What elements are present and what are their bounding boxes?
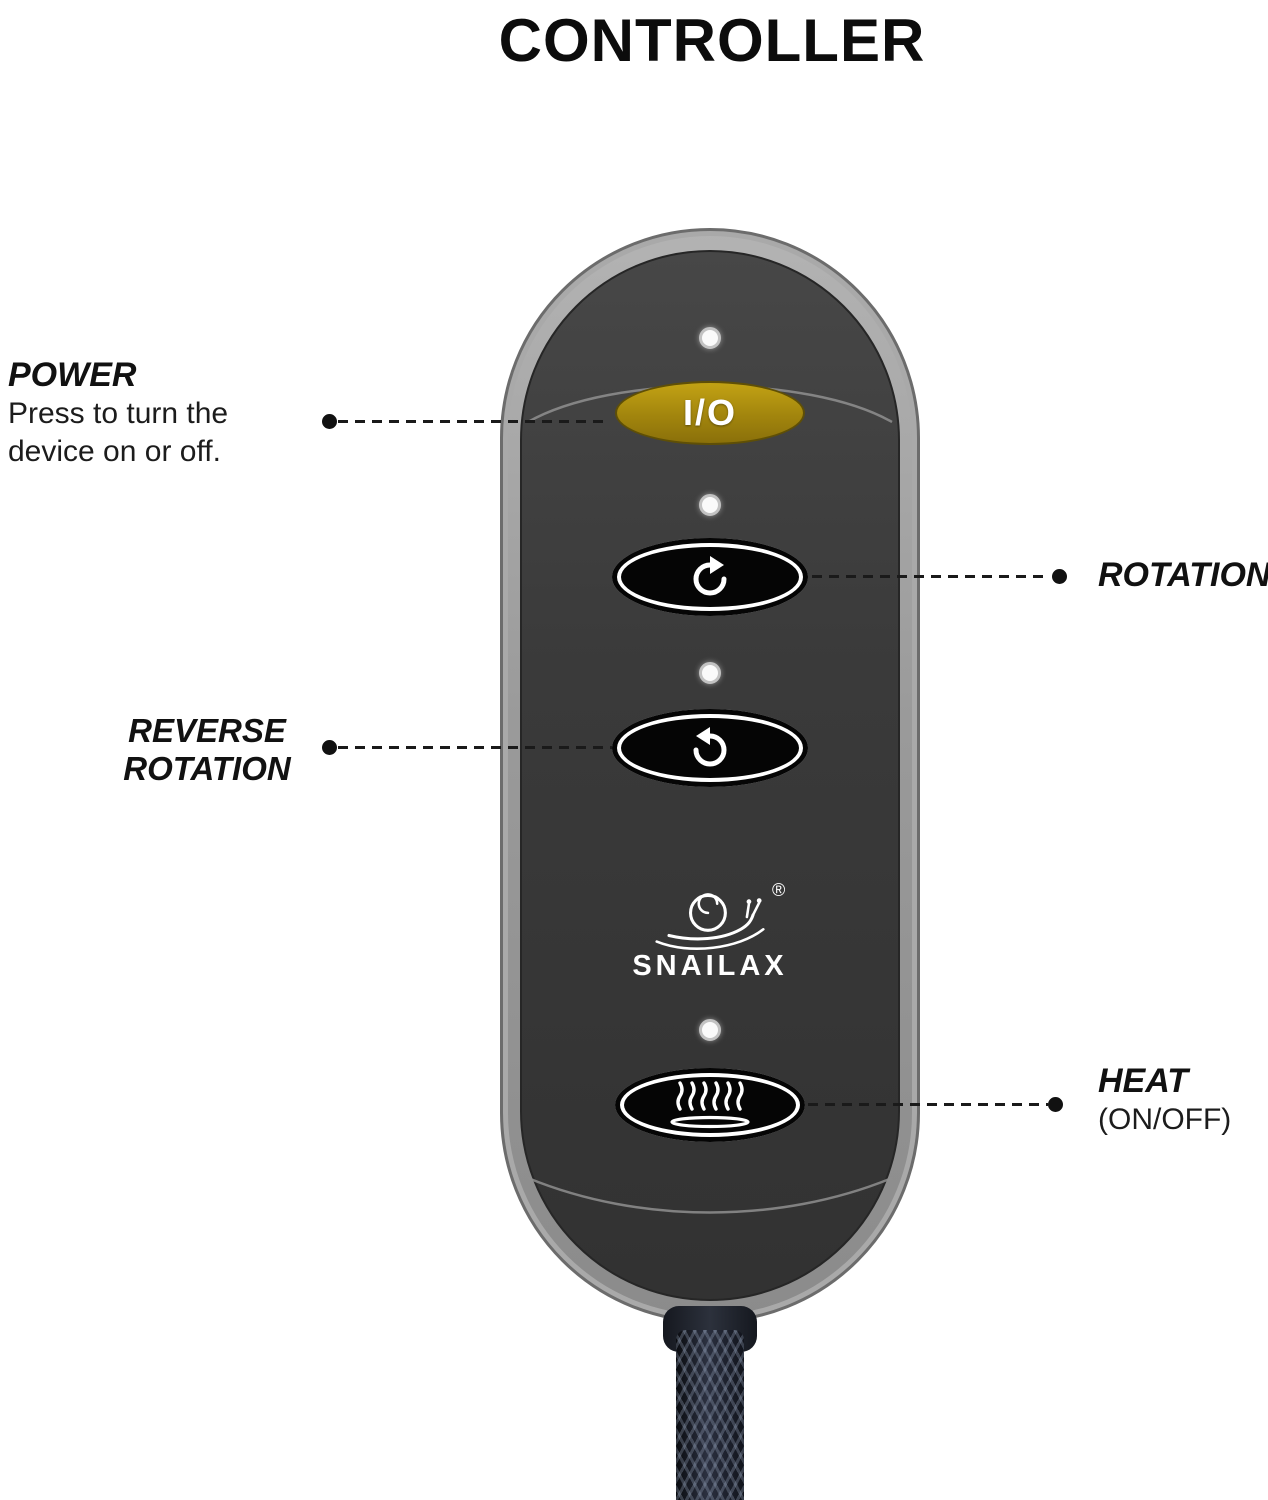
reverse-annotation-line2: ROTATION <box>123 749 291 787</box>
reverse-annotation-line1: REVERSE <box>128 712 286 749</box>
rotation-led-indicator <box>699 494 721 516</box>
heat-button[interactable] <box>615 1068 805 1142</box>
power-annotation: POWER Press to turn the device on or off… <box>8 356 338 472</box>
heat-leader-line <box>808 1103 1048 1106</box>
rotation-leader-line <box>812 575 1050 578</box>
snail-logo-icon <box>655 893 765 950</box>
power-annotation-desc-line1: Press to turn the <box>8 397 229 431</box>
rotate-counterclockwise-icon <box>693 727 727 767</box>
rotate-clockwise-icon <box>693 556 727 596</box>
reverse-rotation-button[interactable] <box>612 709 808 787</box>
rotation-button[interactable] <box>612 538 808 616</box>
rotation-annotation-title: ROTATION <box>1098 556 1268 594</box>
brand-name: SNAILAX <box>632 950 788 982</box>
reverse-rotation-led-indicator <box>699 662 721 684</box>
power-button-label: I/O <box>682 392 737 433</box>
reverse-rotation-leader-dot <box>322 740 337 755</box>
power-annotation-title: POWER <box>8 356 137 394</box>
power-leader-line <box>338 420 604 423</box>
power-cable <box>676 1330 744 1500</box>
remote-controller: I/O ® SNAILAX <box>500 228 920 1500</box>
power-button[interactable]: I/O <box>615 381 805 445</box>
heat-waves-icon <box>670 1081 750 1129</box>
power-leader-dot <box>322 414 337 429</box>
heat-annotation: HEAT (ON/OFF) <box>1098 1062 1231 1139</box>
power-annotation-desc-line2: device on or off. <box>8 435 221 469</box>
heat-leader-dot <box>1048 1097 1063 1112</box>
reverse-rotation-annotation: REVERSE ROTATION <box>104 712 310 788</box>
page-title: CONTROLLER <box>498 7 926 74</box>
rotation-leader-dot <box>1052 569 1067 584</box>
heat-annotation-title: HEAT <box>1098 1062 1189 1100</box>
heat-led-indicator <box>699 1019 721 1041</box>
registered-trademark: ® <box>772 880 786 900</box>
power-led-indicator <box>699 327 721 349</box>
rotation-annotation: ROTATION <box>1098 556 1268 595</box>
heat-annotation-subtitle: (ON/OFF) <box>1098 1103 1232 1137</box>
reverse-rotation-leader-line <box>338 746 612 749</box>
